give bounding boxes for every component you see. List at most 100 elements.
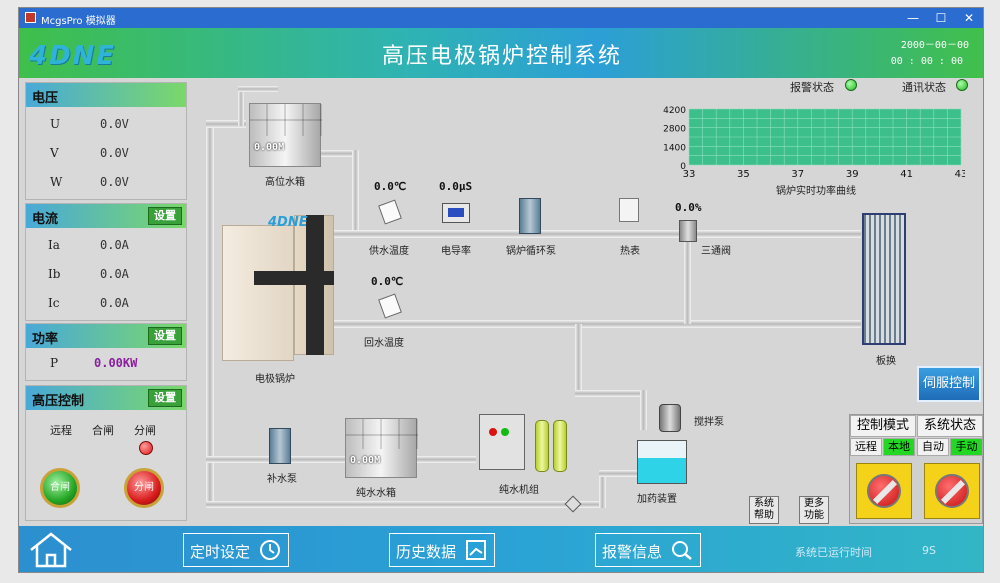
plate-label: 板换 [876, 356, 896, 367]
voltage-v-label: V [50, 146, 59, 160]
bypass-pipe [684, 236, 691, 324]
home-icon[interactable] [27, 531, 75, 569]
current-set-button[interactable]: 设置 [148, 207, 182, 225]
conductivity-label: 电导率 [441, 246, 471, 257]
hv-set-button[interactable]: 设置 [148, 389, 182, 407]
alarm-status-indicator [845, 79, 857, 91]
return-temp-sensor-icon[interactable] [378, 293, 402, 319]
supply-temp-sensor-icon[interactable] [378, 199, 402, 225]
voltage-panel: 电压 U 0.0V V 0.0V W 0.0V [25, 82, 187, 200]
current-ia-label: Ia [48, 238, 60, 252]
pure-tank-label: 纯水水箱 [356, 488, 396, 499]
return-pipe [331, 320, 861, 328]
pure-water-unit-icon[interactable] [479, 414, 574, 476]
chart-x-tick: 33 [683, 169, 696, 180]
high-tank-level: 0.00M [254, 142, 285, 153]
pipe-tank-down [352, 150, 359, 234]
hv-open-indicator [139, 441, 153, 455]
pipe-tank-out [319, 150, 359, 157]
hv-control-panel: 高压控制设置 远程 合闸 分闸 合闸 分闸 [25, 385, 187, 521]
status-auto[interactable]: 自动 [917, 438, 949, 456]
power-title: 功率 设置 [26, 324, 186, 348]
status-manual[interactable]: 手动 [950, 438, 983, 456]
bottom-pipe [206, 501, 606, 508]
history-data-label: 历史数据 [396, 543, 457, 561]
power-title-text: 功率 [32, 332, 59, 347]
control-mode-title: 控制模式 [850, 415, 916, 437]
alarm-info-button[interactable]: 报警信息 [595, 533, 701, 567]
app-icon [25, 12, 36, 23]
timer-settings-label: 定时设定 [190, 543, 251, 561]
system-status-title: 系统状态 [917, 415, 983, 437]
dosing-tank-icon[interactable] [637, 440, 687, 484]
boiler-face [222, 225, 294, 361]
chart-x-tick: 39 [846, 169, 859, 180]
high-tank[interactable]: 0.00M [249, 103, 322, 167]
power-p-value: 0.00KW [94, 356, 138, 370]
mode-switch[interactable] [856, 463, 912, 519]
mode-switch-knob [867, 474, 901, 508]
maximize-button[interactable]: ☐ [935, 11, 947, 25]
supply-temp-value: 0.0℃ [374, 180, 407, 193]
close-button[interactable]: ✕ [963, 11, 975, 25]
voltage-u-label: U [50, 117, 61, 131]
boiler-stripe [306, 215, 324, 355]
chart-xlabel: 锅炉实时功率曲线 [776, 186, 856, 197]
power-panel: 功率设置 P 0.00KW [25, 323, 187, 381]
runtime-label: 系统已运行时间 [795, 546, 872, 559]
electrode-boiler[interactable]: 4DNE [222, 211, 334, 361]
return-temp-label: 回水温度 [364, 338, 404, 349]
current-ib-value: 0.0A [100, 267, 129, 281]
conductivity-meter-icon[interactable] [442, 203, 470, 223]
hv-close-button[interactable]: 合闸 [40, 468, 80, 508]
date-display: 2000－00－00 [900, 40, 969, 51]
plate-exchanger-icon[interactable] [862, 213, 906, 345]
three-way-label: 三通阀 [701, 246, 731, 257]
voltage-w-value: 0.0V [100, 175, 129, 189]
boiler-logo: 4DNE [268, 215, 308, 230]
more-functions-button[interactable]: 更多功能 [799, 496, 829, 524]
comm-status-indicator [956, 79, 968, 91]
makeup-pump-icon[interactable] [269, 428, 291, 464]
unit-red-led [489, 428, 497, 436]
chart-y-tick: 1400 [663, 143, 686, 153]
pure-water-tank[interactable]: 0.00M [345, 418, 418, 478]
supply-temp-label: 供水温度 [369, 246, 409, 257]
meter-screen [448, 208, 464, 217]
makeup-pipe [206, 456, 476, 463]
header: 4DNE 高压电极锅炉控制系统 2000－00－00 00 : 00 : 00 [19, 28, 983, 78]
pure-unit-label: 纯水机组 [499, 485, 539, 496]
history-data-button[interactable]: 历史数据 [389, 533, 495, 567]
chart-x-tick: 41 [900, 169, 913, 180]
power-set-button[interactable]: 设置 [148, 327, 182, 345]
history-icon [466, 540, 486, 560]
dosing-feed-pipe [599, 470, 639, 477]
mode-remote[interactable]: 远程 [850, 438, 882, 456]
minimize-button[interactable]: — [907, 11, 919, 25]
dosing-drop [640, 390, 647, 430]
app-window: McgsPro 模拟器 — ☐ ✕ 4DNE 高压电极锅炉控制系统 2000－0… [18, 7, 984, 573]
system-help-button[interactable]: 系统帮助 [749, 496, 779, 524]
voltage-u-value: 0.0V [100, 117, 129, 131]
window-title: McgsPro 模拟器 [41, 16, 116, 27]
chart-y-tick: 4200 [663, 106, 686, 116]
dosing-riser [575, 324, 582, 396]
bottom-valve-icon[interactable] [564, 495, 582, 513]
timer-settings-button[interactable]: 定时设定 [183, 533, 289, 567]
pipe-tank-vent [238, 86, 244, 126]
servo-control-button[interactable]: 伺服控制 [917, 366, 981, 402]
unit-filter-1 [535, 420, 549, 472]
stir-pump-icon[interactable] [659, 404, 681, 432]
heat-meter-icon[interactable] [619, 198, 639, 222]
current-ic-label: Ic [48, 296, 60, 310]
pure-tank-level: 0.00M [350, 455, 381, 466]
chart-x-tick: 37 [791, 169, 804, 180]
three-way-valve-icon[interactable] [679, 220, 697, 242]
status-switch[interactable] [924, 463, 980, 519]
chart-y-tick: 0 [680, 162, 686, 172]
mode-local[interactable]: 本地 [883, 438, 915, 456]
hv-open-button[interactable]: 分闸 [124, 468, 164, 508]
status-switch-knob [935, 474, 969, 508]
circulation-pump-icon[interactable] [519, 198, 541, 234]
conductivity-value: 0.0μS [439, 180, 473, 193]
